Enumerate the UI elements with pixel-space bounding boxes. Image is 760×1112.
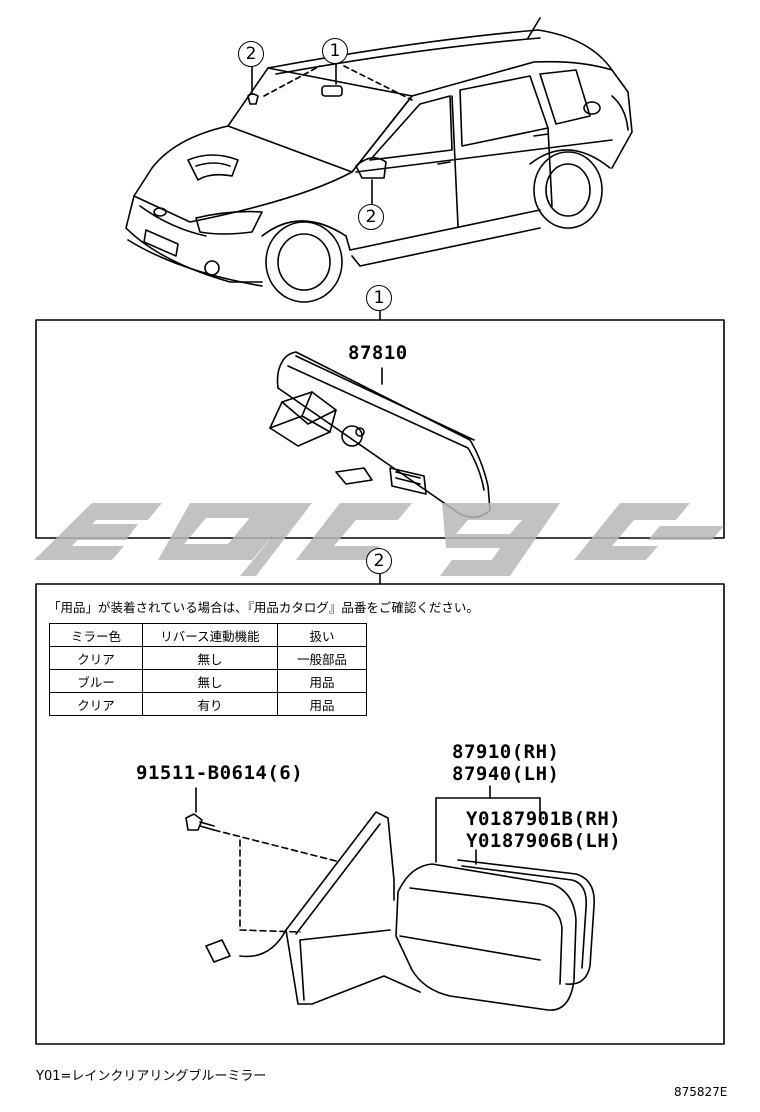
callout-top-windshield: 2 xyxy=(238,41,264,67)
diagram-id: 875827E xyxy=(674,1085,728,1099)
section2-frame xyxy=(35,583,725,1045)
mirror-spec-table: ミラー色 リバース連動機能 扱い クリア 無し 一般部品 ブルー 無し 用品 ク… xyxy=(49,623,367,716)
footer-legend: Y01=レインクリアリングブルーミラー xyxy=(36,1069,267,1084)
table-cell: 用品 xyxy=(277,669,367,693)
table-header-cell: 扱い xyxy=(277,623,367,647)
callout-top-side-mirror: 2 xyxy=(358,204,384,230)
table-cell: クリア xyxy=(49,692,143,716)
table-cell: 無し xyxy=(142,669,278,693)
catalog-note: 「用品」が装着されている場合は、『用品カタログ』品番をご確認ください。 xyxy=(48,600,479,615)
table-row: クリア 有り 用品 xyxy=(49,692,367,716)
bolt-drawing xyxy=(185,787,215,831)
part-number-mirror-lh: 87940(LH) xyxy=(452,763,560,785)
callout-section1: 1 xyxy=(366,285,392,311)
table-row: ブルー 無し 用品 xyxy=(49,669,367,693)
table-cell: ブルー xyxy=(49,669,143,693)
callout-top-mirror: 1 xyxy=(322,38,348,64)
watermark-logo xyxy=(34,503,724,576)
rearview-mirror-drawing xyxy=(269,351,491,518)
table-header-row: ミラー色 リバース連動機能 扱い xyxy=(49,623,367,647)
part-number-glass-lh: Y0187906B(LH) xyxy=(466,830,622,852)
table-cell: 有り xyxy=(142,692,278,716)
callout-section2: 2 xyxy=(366,548,392,574)
part-number-bolt: 91511-B0614(6) xyxy=(136,762,304,784)
table-cell: 無し xyxy=(142,646,278,670)
table-cell: クリア xyxy=(49,646,143,670)
section1-frame xyxy=(35,319,725,539)
table-cell: 一般部品 xyxy=(277,646,367,670)
table-row: クリア 無し 一般部品 xyxy=(49,646,367,670)
table-header-cell: ミラー色 xyxy=(49,623,143,647)
door-mirror-drawing xyxy=(205,811,595,1011)
part-number-mirror-rh: 87910(RH) xyxy=(452,741,560,763)
table-cell: 用品 xyxy=(277,692,367,716)
part-number-rearview-mirror: 87810 xyxy=(348,342,408,364)
table-header-cell: リバース連動機能 xyxy=(142,623,278,647)
part-number-glass-rh: Y0187901B(RH) xyxy=(466,808,622,830)
car-illustration xyxy=(125,17,633,303)
